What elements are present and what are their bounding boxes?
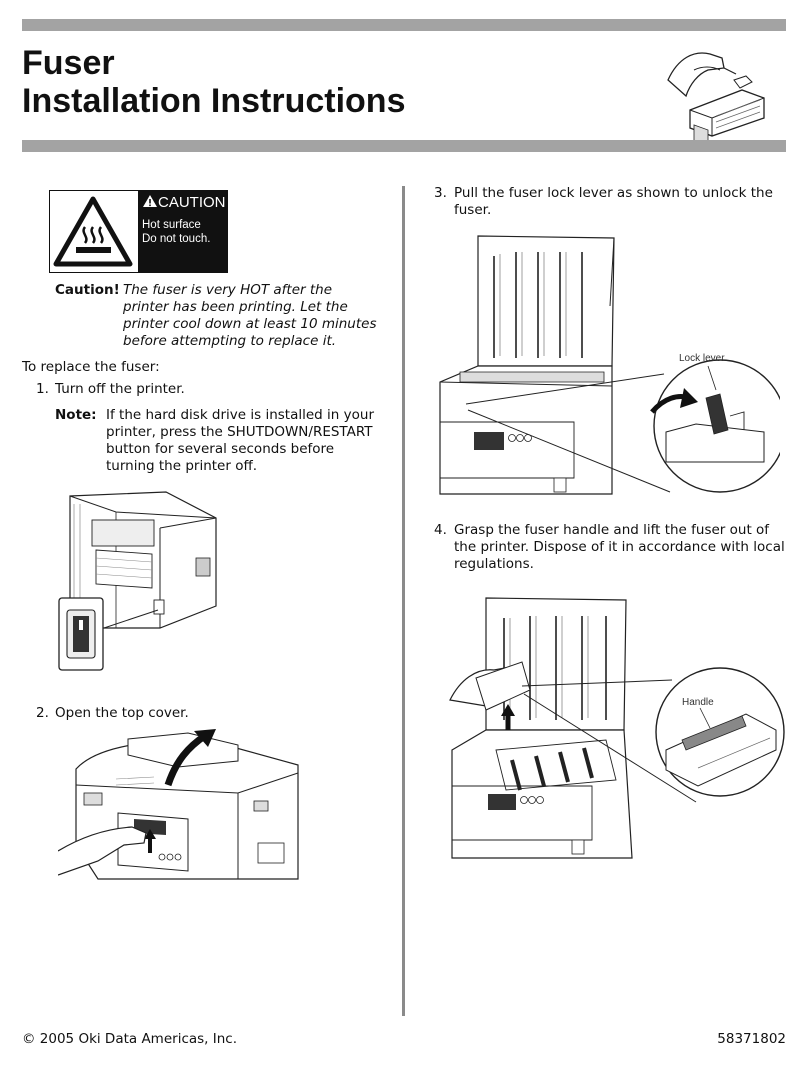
- step-1-number: 1.: [36, 381, 49, 397]
- step-4-line-2: the printer. Dispose of it in accordance…: [454, 539, 785, 555]
- intro-text: To replace the fuser:: [22, 359, 160, 375]
- step-3-line-1: Pull the fuser lock lever as shown to un…: [454, 185, 773, 201]
- caution-panel: CAUTION Hot surface Do not touch.: [138, 191, 227, 272]
- step-4-line-3: regulations.: [454, 556, 534, 572]
- caution-line-1: Hot surface: [142, 219, 201, 231]
- header-bottom-bar: [22, 140, 786, 152]
- warning-triangle-icon: [143, 195, 157, 207]
- step-1-text: Turn off the printer.: [55, 381, 185, 397]
- step-3-number: 3.: [434, 185, 447, 201]
- caution-note-line-4: before attempting to replace it.: [123, 333, 337, 349]
- header-top-bar: [22, 19, 786, 31]
- note-line-2: printer, press the SHUTDOWN/RESTART: [106, 424, 373, 440]
- page-title: Fuser Installation Instructions: [22, 44, 405, 120]
- caution-label: CAUTION Hot surface Do not touch.: [49, 190, 228, 273]
- title-line-1: Fuser: [22, 44, 115, 82]
- caution-note-label: Caution!: [55, 282, 120, 298]
- title-line-2: Installation Instructions: [22, 82, 406, 120]
- step-4-number: 4.: [434, 522, 447, 538]
- lock-lever-label: Lock lever: [679, 353, 725, 364]
- caution-note-line-3: printer cool down at least 10 minutes: [123, 316, 377, 332]
- footer-copyright: © 2005 Oki Data Americas, Inc.: [22, 1031, 238, 1047]
- note-label: Note:: [55, 407, 97, 423]
- handle-label: Handle: [682, 697, 714, 708]
- caution-heading-text: CAUTION: [158, 194, 226, 211]
- step-2-number: 2.: [36, 705, 49, 721]
- power-switch-illustration: [58, 491, 217, 671]
- note-line-4: turning the printer off.: [106, 458, 258, 474]
- column-divider: [402, 186, 405, 1016]
- note-line-3: button for several seconds before: [106, 441, 335, 457]
- caution-note-line-2: printer has been printing. Let the: [123, 299, 348, 315]
- fuser-lock-lever-illustration: Lock lever: [439, 235, 780, 495]
- open-top-cover-illustration: [58, 729, 299, 880]
- step-3-line-2: fuser.: [454, 202, 492, 218]
- footer-part-number: 58371802: [717, 1031, 786, 1047]
- step-4-line-1: Grasp the fuser handle and lift the fuse…: [454, 522, 770, 538]
- caution-line-2: Do not touch.: [142, 233, 211, 245]
- step-2-text: Open the top cover.: [55, 705, 189, 721]
- note-line-1: If the hard disk drive is installed in y…: [106, 407, 374, 423]
- hot-surface-warning-icon: [50, 191, 137, 272]
- caution-heading: CAUTION: [142, 194, 226, 212]
- fuser-hand-illustration: [667, 52, 765, 140]
- fuser-handle-illustration: Handle: [449, 597, 785, 859]
- caution-note-line-1: The fuser is very HOT after the: [123, 282, 333, 298]
